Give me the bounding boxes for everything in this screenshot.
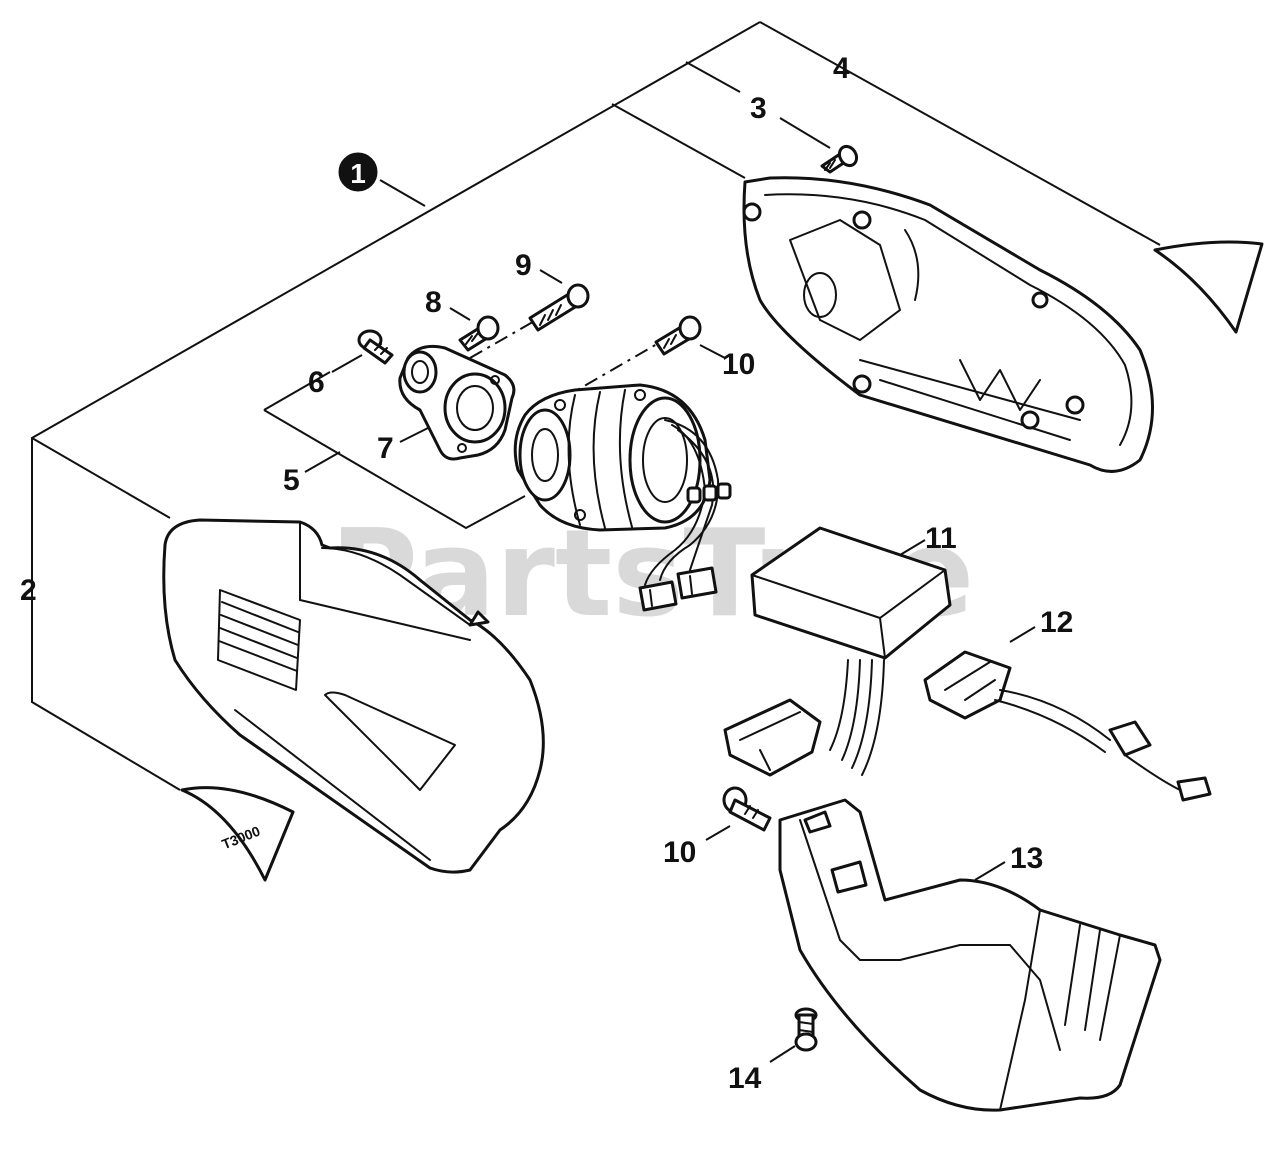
svg-text:1: 1: [350, 158, 366, 189]
wire-harness-12: [923, 650, 1212, 802]
callout-3: 3: [750, 92, 767, 125]
handle-shell-13: [778, 798, 1162, 1112]
housing-shell-right: [742, 176, 1154, 473]
callout-6: 6: [308, 366, 325, 399]
tag-right: [1153, 240, 1264, 334]
callout-2: 2: [20, 574, 37, 607]
housing-cover-left: [162, 518, 545, 874]
flange-part-7: [398, 344, 516, 461]
callout-1: 1: [338, 152, 378, 192]
callout-12: 12: [1040, 606, 1073, 639]
screw-10-lower: [722, 786, 772, 832]
callout-11: 11: [925, 522, 957, 555]
motor-assembly: [513, 383, 732, 612]
control-module-11: [723, 526, 952, 777]
callout-7: 7: [377, 432, 394, 465]
callout-9: 9: [515, 249, 532, 282]
screw-9: [528, 283, 590, 332]
callout-4: 4: [833, 52, 850, 85]
tag-t3000: T3000: [180, 786, 295, 882]
axis-line-upper: [469, 291, 586, 359]
callout-10-upper: 10: [722, 348, 755, 381]
screw-3: [820, 144, 859, 174]
callout-14: 14: [728, 1062, 762, 1095]
screw-14: [794, 1007, 818, 1052]
callout-5: 5: [283, 464, 300, 497]
screw-10-upper: [654, 315, 702, 356]
screw-6: [357, 329, 394, 365]
callout-8: 8: [425, 286, 442, 319]
screw-8: [458, 315, 500, 352]
callout-13: 13: [1010, 842, 1043, 875]
callout-10-lower: 10: [663, 836, 696, 869]
